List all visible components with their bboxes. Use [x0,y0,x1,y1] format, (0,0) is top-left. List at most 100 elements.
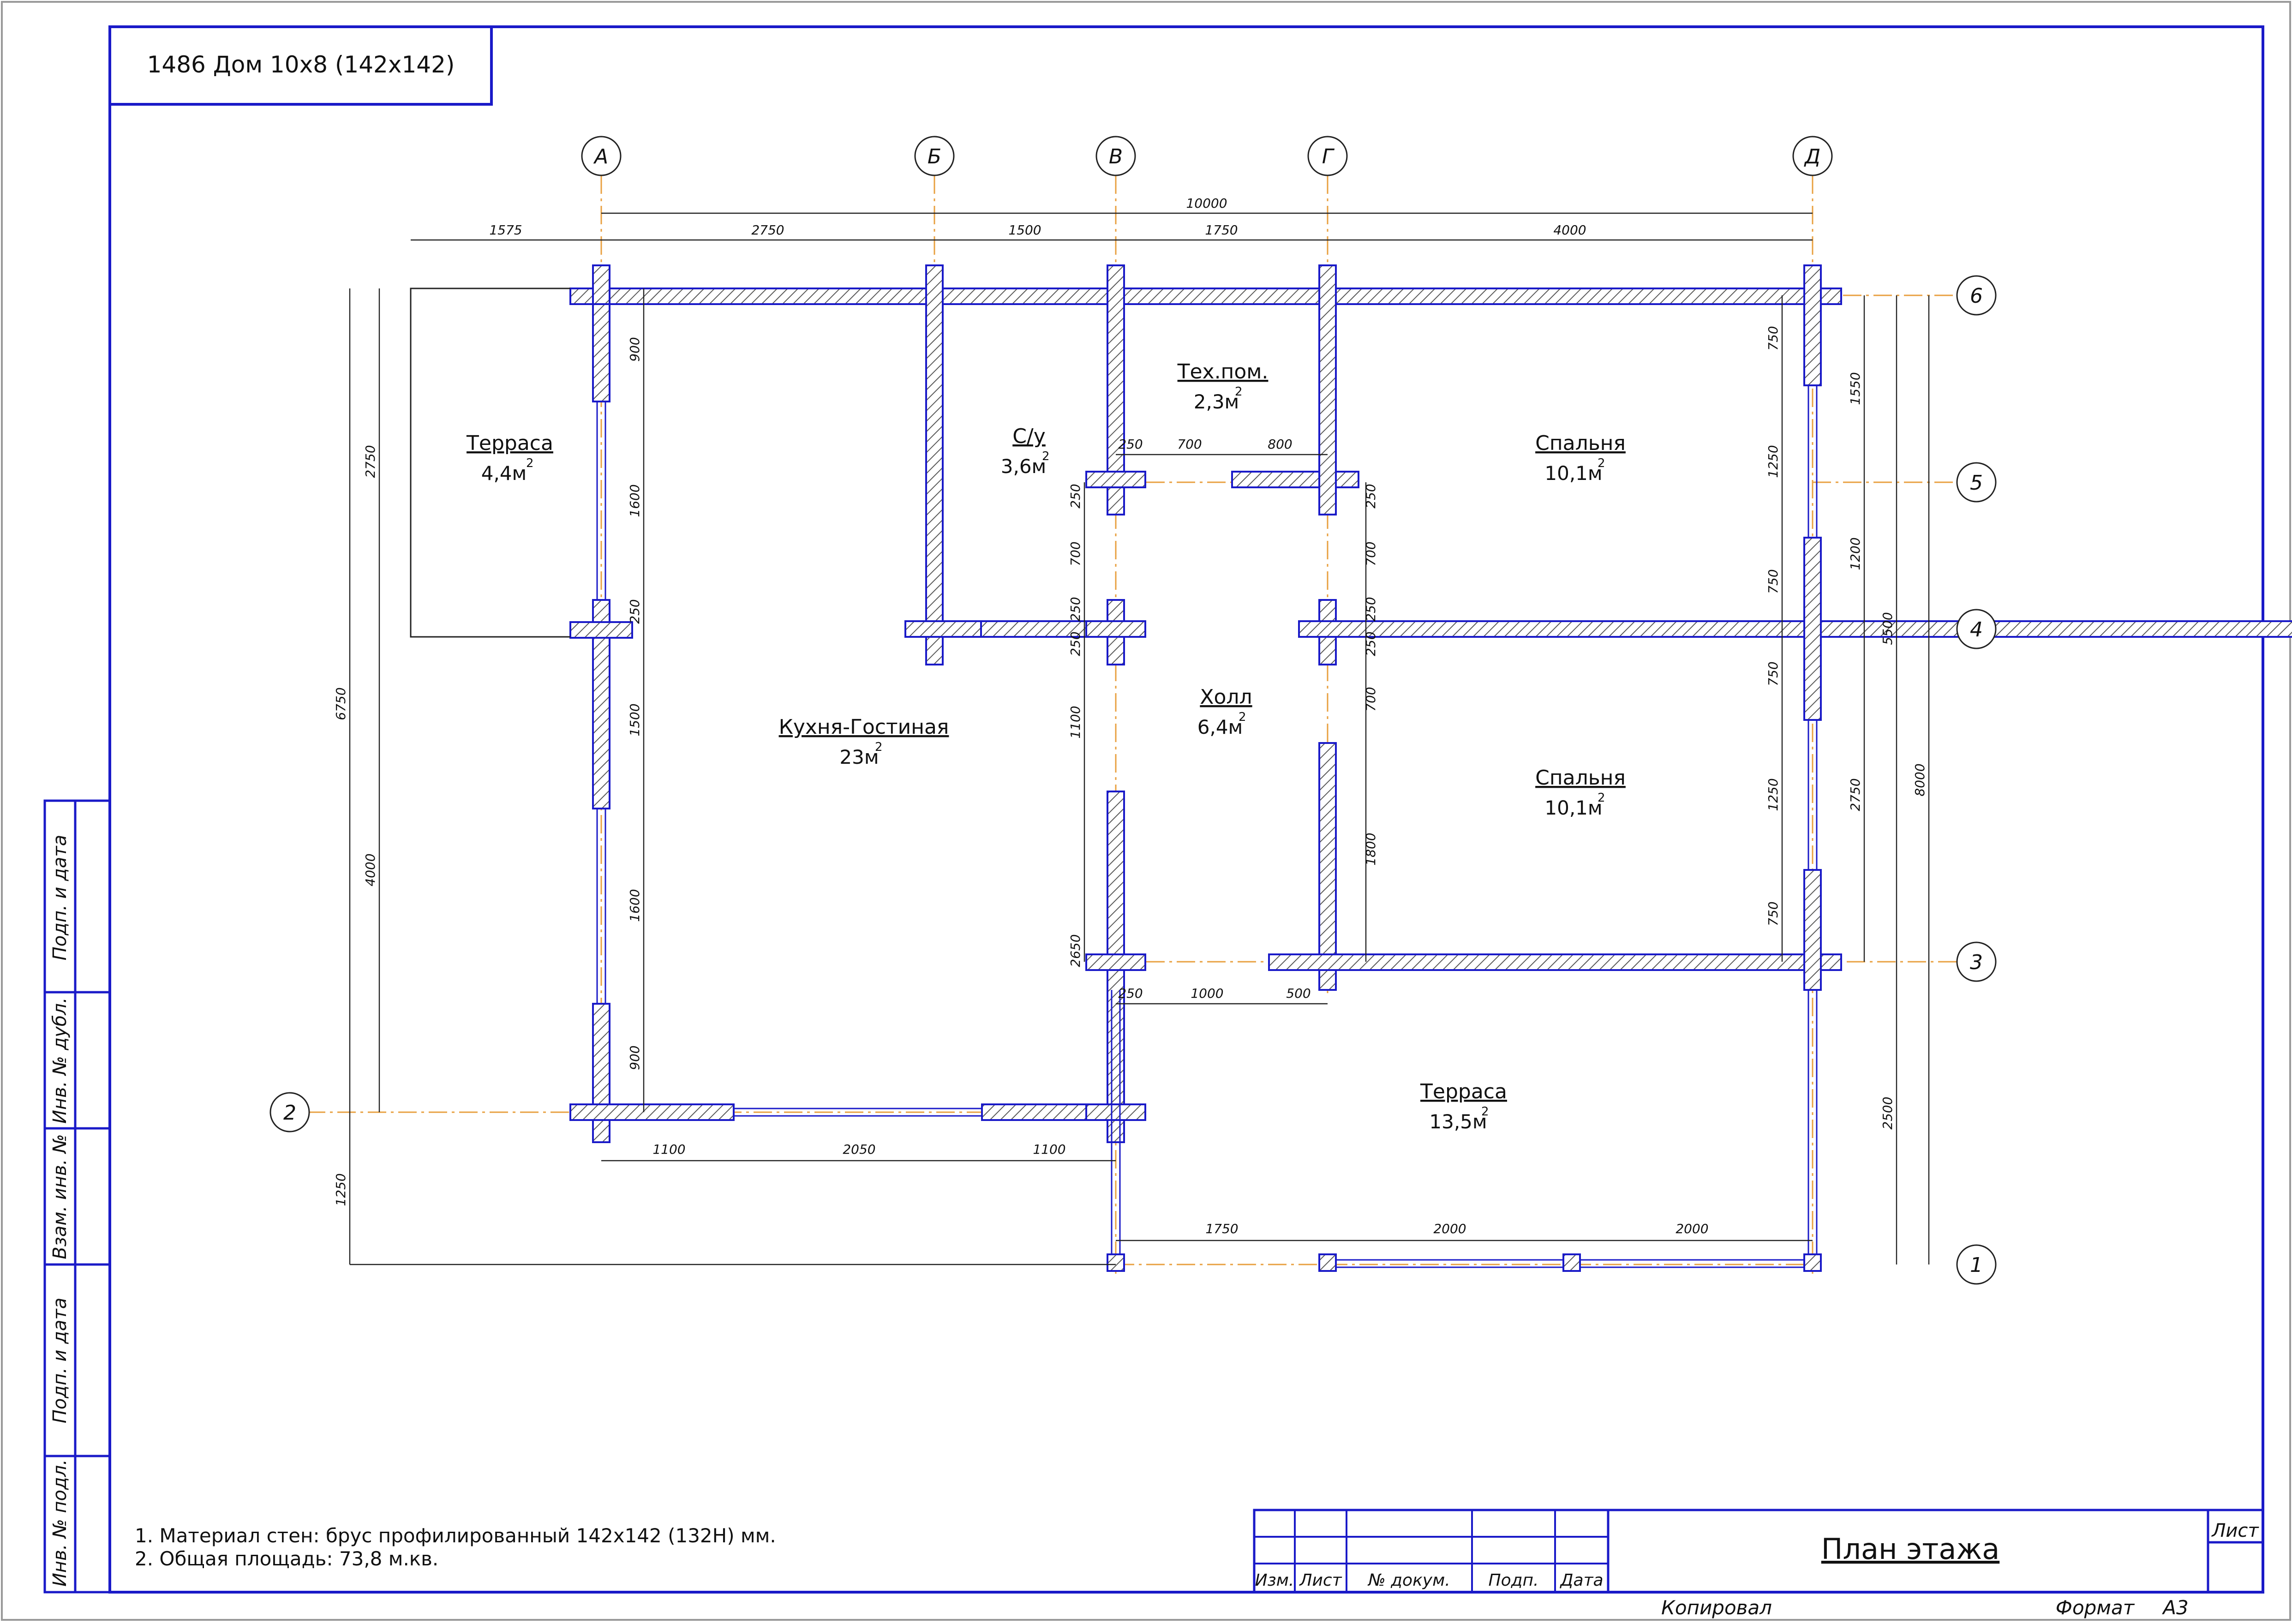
dim-right-terrace: 2500 [1880,1097,1895,1129]
room-area-kitchen: 23м [839,746,879,768]
side-stamp: Инв. № подл. Подп. и дата Взам. инв. № И… [43,799,111,1594]
title-block: Изм. Лист № докум. Подп. Дата План этажа… [1253,1509,2264,1619]
dim-hall-9: 500 [1286,986,1311,1001]
format-label: Формат [2056,1596,2135,1619]
room-area-sup-6: 2 [1598,791,1605,805]
room-area-bedroom-2: 10,1м [1544,797,1602,819]
dim-hall-right-3: 250 [1363,597,1378,621]
dim-right-outer-2: 8000 [1912,763,1927,796]
dim-hall-7: 250 [1118,986,1143,1001]
stamp-cell-4: Инв. № дубл. [49,997,71,1124]
col-date: Дата [1559,1571,1603,1590]
axis-label-3: 3 [1970,951,1983,974]
dim-left-bottom: 1250 [333,1173,348,1206]
dim-right-inner-1: 750 [1765,326,1781,350]
walls [569,264,2292,1272]
terrace-outline-left [410,288,570,638]
dim-top-5: 4000 [1553,222,1586,238]
dim-bottom-a-1: 1100 [652,1142,685,1157]
axis-label-g: Г [1322,145,1335,168]
room-name-bedroom-2: Спальня [1535,766,1626,790]
dim-right-inner-6: 750 [1765,901,1781,926]
project-title: 1486 Дом 10х8 (142х142) [147,51,455,78]
dim-hall-2: 700 [1068,541,1083,566]
dim-left-mid-2: 4000 [363,853,378,886]
dim-hall-8: 1000 [1191,986,1223,1001]
dim-top-1: 1575 [489,222,522,238]
room-area-tech: 2,3м [1194,390,1239,413]
stamp-cell-2: Подп. и дата [49,1298,71,1423]
room-name-hall: Холл [1200,685,1252,709]
room-name-terrace-large: Терраса [1420,1080,1507,1103]
dim-right-mid-2: 1200 [1848,537,1863,570]
axis-bubbles-numbers: 6 5 4 3 2 1 [269,275,1997,1285]
axis-bubbles-letters: А Б В Г Д [581,136,1833,176]
dim-terrace-2: 2000 [1433,1221,1466,1236]
sheet-title: План этажа [1821,1532,1999,1566]
format-value: А3 [2161,1596,2188,1619]
dim-wall-a-4: 1500 [627,703,642,736]
room-name-terrace-small: Терраса [466,431,553,455]
dim-bottom-a-3: 1100 [1033,1142,1065,1157]
dim-right-mid-3: 2750 [1848,778,1863,811]
dim-hall-right-1: 250 [1363,484,1378,508]
project-label-box [108,25,493,106]
dim-wall-a-1: 900 [627,337,642,361]
dim-right-inner-2: 1250 [1765,445,1781,478]
axis-label-2: 2 [283,1101,296,1125]
dim-top-2: 2750 [751,222,784,238]
dim-hall-6: 2650 [1068,934,1083,967]
room-area-terrace-large: 13,5м [1429,1110,1487,1133]
axis-label-b: Б [928,145,941,168]
room-area-sup-1: 2 [1042,449,1050,463]
dim-right-inner-5: 1250 [1765,778,1781,811]
room-area-sup-3: 2 [1598,456,1605,470]
axis-label-6: 6 [1970,284,1983,308]
col-doc: № докум. [1367,1571,1450,1590]
dim-tech-1: 250 [1118,437,1143,452]
dim-bottom-a-2: 2050 [843,1142,875,1157]
dim-wall-a-2: 1600 [627,484,642,517]
dimension-lines [349,212,1930,1265]
room-name-bathroom: С/у [1012,425,1046,448]
room-name-kitchen: Кухня-Гостиная [779,715,949,739]
axis-label-d: Д [1804,145,1820,168]
dim-hall-right-2: 700 [1363,541,1378,566]
dim-overall-width: 10000 [1186,196,1227,211]
room-area-sup-4: 2 [875,740,883,754]
axis-label-1: 1 [1970,1253,1983,1277]
dim-wall-a-3: 250 [627,599,642,623]
room-area-bedroom-1: 10,1м [1544,462,1602,485]
dim-hall-5: 1100 [1068,706,1083,738]
room-area-sup-2: 2 [1235,385,1243,399]
dim-right-outer-1: 5500 [1880,612,1895,645]
dim-hall-4: 250 [1068,631,1083,656]
dim-right-inner-3: 750 [1765,569,1781,593]
room-name-tech: Тех.пом. [1177,360,1269,384]
room-labels: Терраса 4,4м 2 С/у 3,6м 2 Тех.пом. 2,3м … [466,360,1626,1133]
dim-terrace-1: 1750 [1205,1221,1238,1236]
dim-left-outer: 6750 [333,687,348,720]
dim-right-mid-1: 1550 [1848,372,1863,405]
room-area-sup-0: 2 [526,456,534,470]
dim-tech-2: 700 [1177,437,1202,452]
axis-label-v: В [1109,145,1123,168]
dim-hall-right-4: 250 [1363,631,1378,656]
copied-label: Копировал [1661,1596,1772,1619]
room-area-sup-7: 2 [1481,1105,1489,1119]
window-lines [596,385,1818,1268]
sheet-label: Лист [2211,1520,2259,1541]
dim-hall-right-6: 1800 [1363,833,1378,865]
col-list: Лист [1299,1571,1342,1590]
dim-top-4: 1750 [1205,222,1238,238]
note-area: 2. Общая площадь: 73,8 м.кв. [135,1547,438,1570]
room-area-bathroom: 3,6м [1001,455,1046,478]
room-area-sup-5: 2 [1239,710,1246,724]
dim-hall-right-5: 700 [1363,687,1378,711]
axis-label-5: 5 [1970,471,1983,495]
dim-right-inner-4: 750 [1765,661,1781,686]
dim-left-mid-1: 2750 [363,445,378,478]
